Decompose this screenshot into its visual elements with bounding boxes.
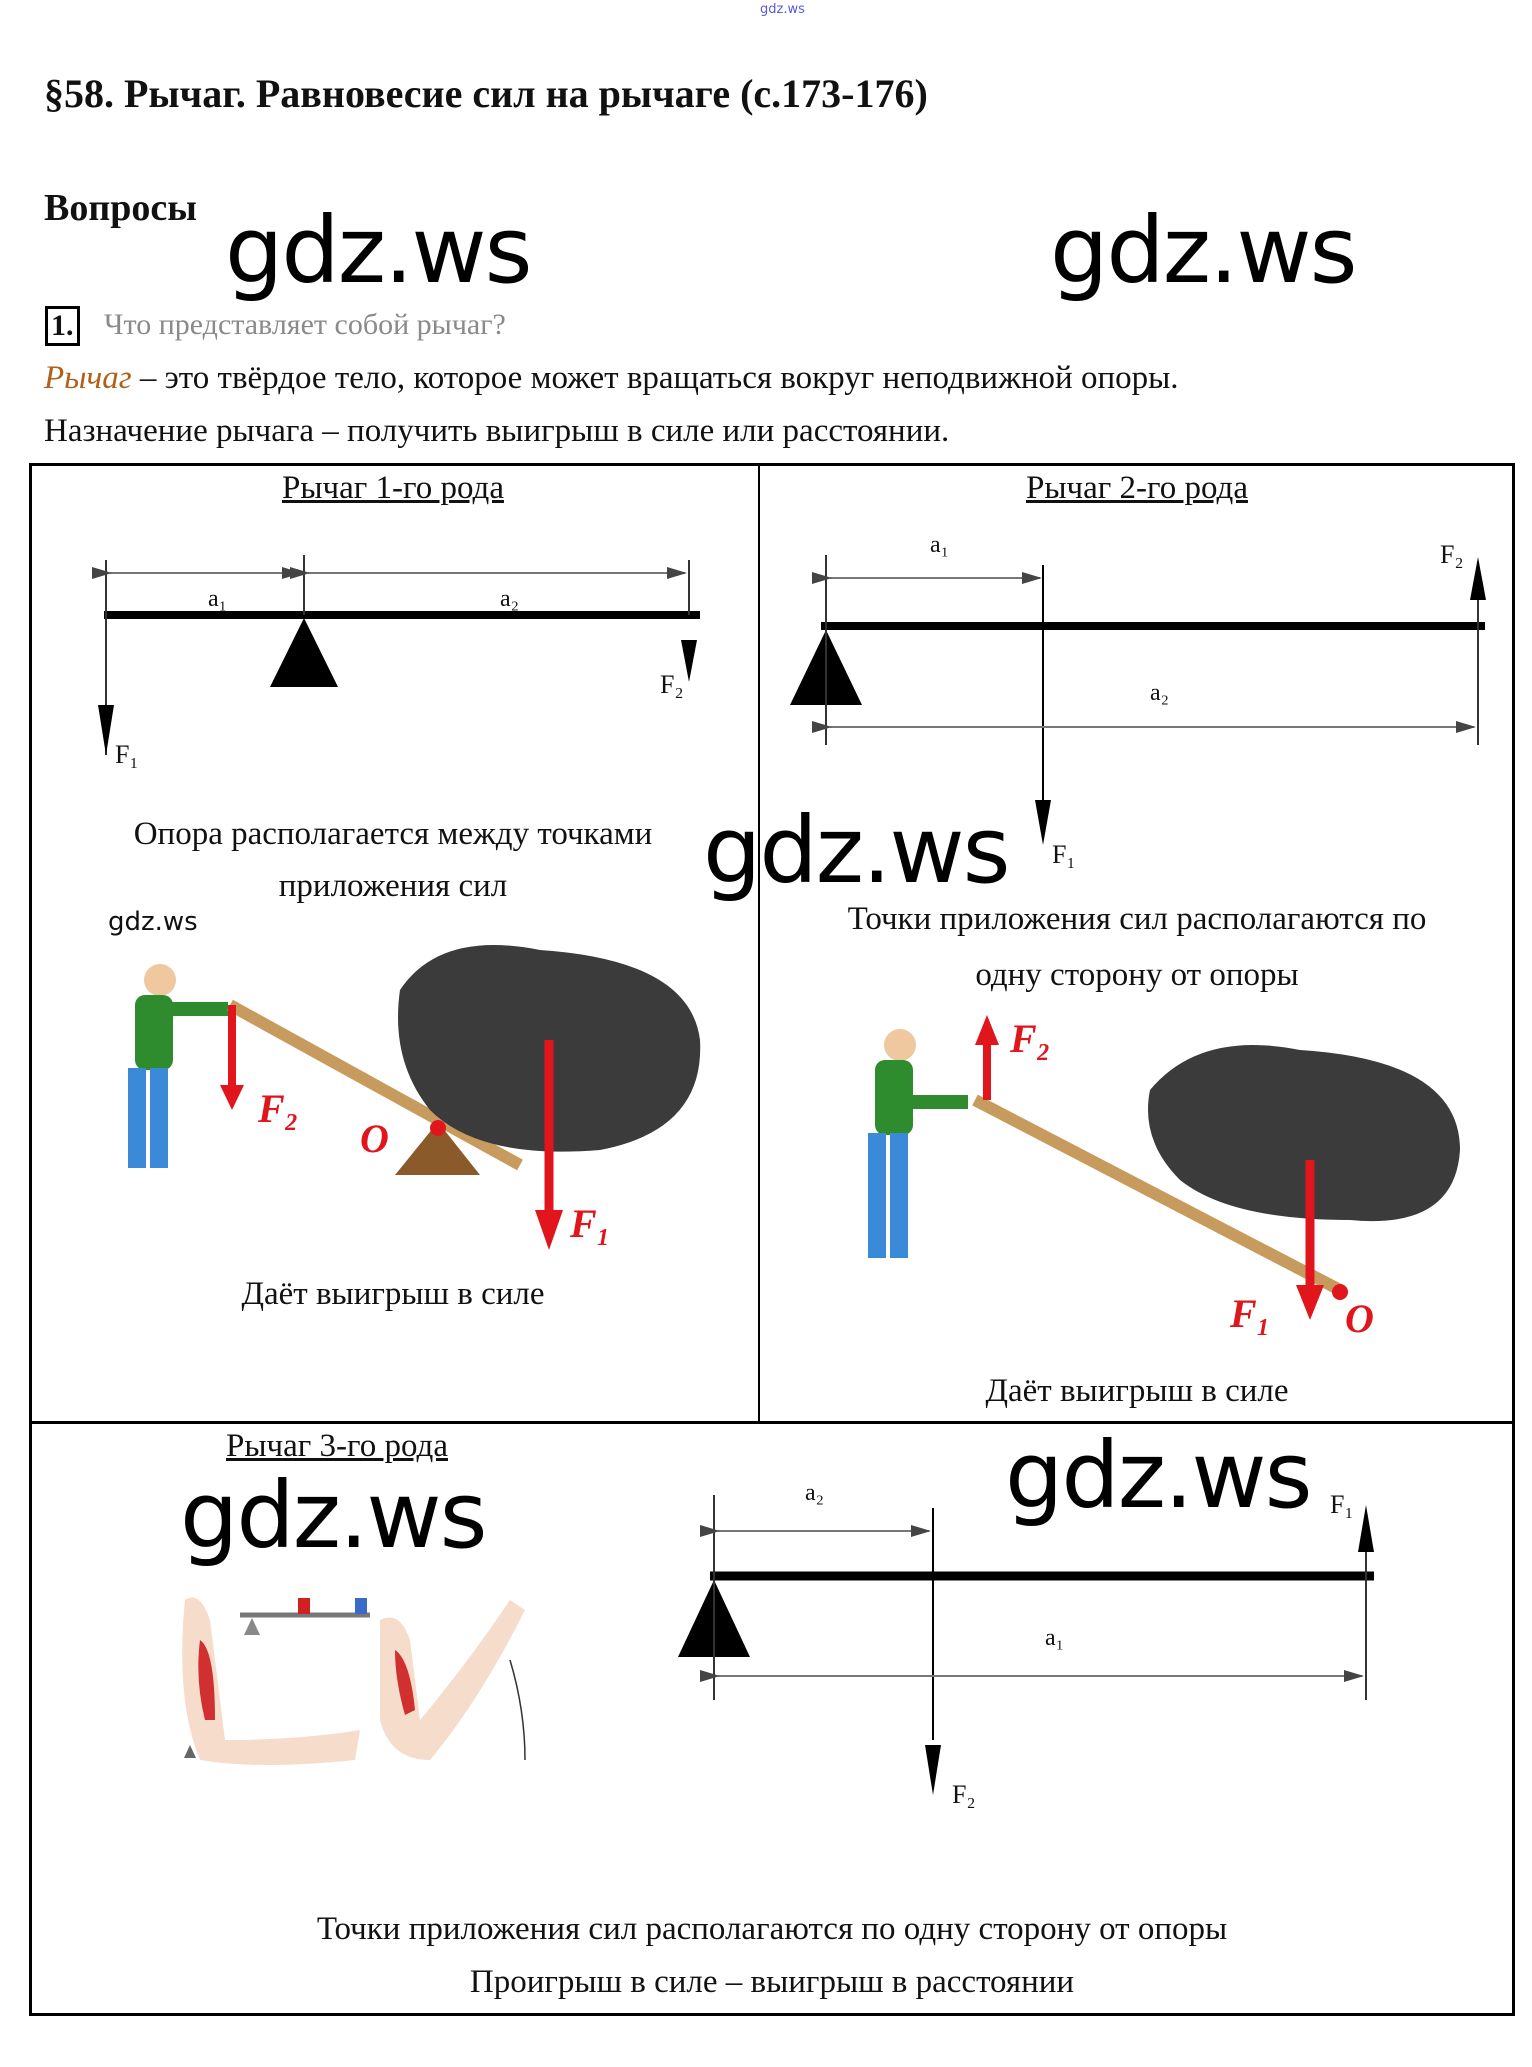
label-F2: F₂ — [952, 1780, 976, 1809]
question-number: 1. — [45, 306, 80, 346]
label-F1: F₁ — [1052, 840, 1076, 869]
illus-label-F1: F₁ — [1230, 1291, 1271, 1336]
label-a1: a₁ — [1045, 1625, 1065, 1651]
label-F2: F₂ — [1440, 540, 1464, 569]
term: Рычаг — [44, 360, 132, 396]
question-text: Что представляет собой рычаг? — [104, 308, 506, 341]
illus-label-F1: F₁ — [570, 1201, 611, 1246]
watermark: gdz.ws — [225, 197, 533, 304]
watermark-small: gdz.ws — [108, 907, 198, 937]
label-a2: a₂ — [805, 1480, 825, 1506]
watermark: gdz.ws — [180, 1462, 488, 1569]
cell3-title: Рычаг 3-го рода — [226, 1428, 448, 1464]
illus-label-O: O — [360, 1116, 389, 1161]
cell1-desc-line2: приложения сил — [278, 868, 508, 904]
top-watermark: gdz.ws — [760, 2, 805, 17]
watermark: gdz.ws — [703, 797, 1011, 904]
cell1-desc-line1: Опора располагается между точками — [133, 816, 653, 852]
page-title: §58. Рычаг. Равновесие сил на рычаге (с.… — [44, 71, 928, 116]
cell3-desc-line2: Проигрыш в силе – выигрыш в расстоянии — [469, 1964, 1075, 2000]
answer-definition: Рычаг – это твёрдое тело, которое может … — [44, 360, 1179, 397]
illus-label-F2: F₂ — [1010, 1016, 1051, 1061]
definition: – это твёрдое тело, которое может вращат… — [131, 360, 1179, 396]
label-a2: a₂ — [500, 586, 520, 612]
cell2-desc-line2: одну сторону от опоры — [975, 957, 1299, 993]
label-a1: a₁ — [208, 586, 228, 612]
watermark: gdz.ws — [1050, 197, 1358, 304]
column-divider — [758, 463, 760, 1423]
cell3-desc-line1: Точки приложения сил располагаются по од… — [316, 1911, 1228, 1947]
illus-label-O: O — [1345, 1296, 1374, 1341]
label-F2: F₂ — [660, 670, 684, 699]
row-divider — [29, 1421, 1515, 1424]
label-F1: F₁ — [1330, 1490, 1354, 1519]
illus-label-F2: F₂ — [258, 1086, 299, 1131]
section-heading: Вопросы — [44, 187, 197, 229]
watermark: gdz.ws — [1005, 1422, 1313, 1529]
cell2-desc-line1: Точки приложения сил располагаются по — [847, 901, 1427, 937]
cell1-result: Даёт выигрыш в силе — [241, 1276, 545, 1312]
cell2-title: Рычаг 2-го рода — [1026, 470, 1248, 506]
cell1-title: Рычаг 1-го рода — [282, 470, 504, 506]
cell2-result: Даёт выигрыш в силе — [985, 1373, 1289, 1409]
answer-purpose: Назначение рычага – получить выигрыш в с… — [44, 413, 950, 449]
lever-table — [29, 463, 1515, 2016]
label-F1: F₁ — [115, 740, 139, 769]
label-a1: a₁ — [930, 532, 950, 558]
label-a2: a₂ — [1150, 680, 1170, 706]
